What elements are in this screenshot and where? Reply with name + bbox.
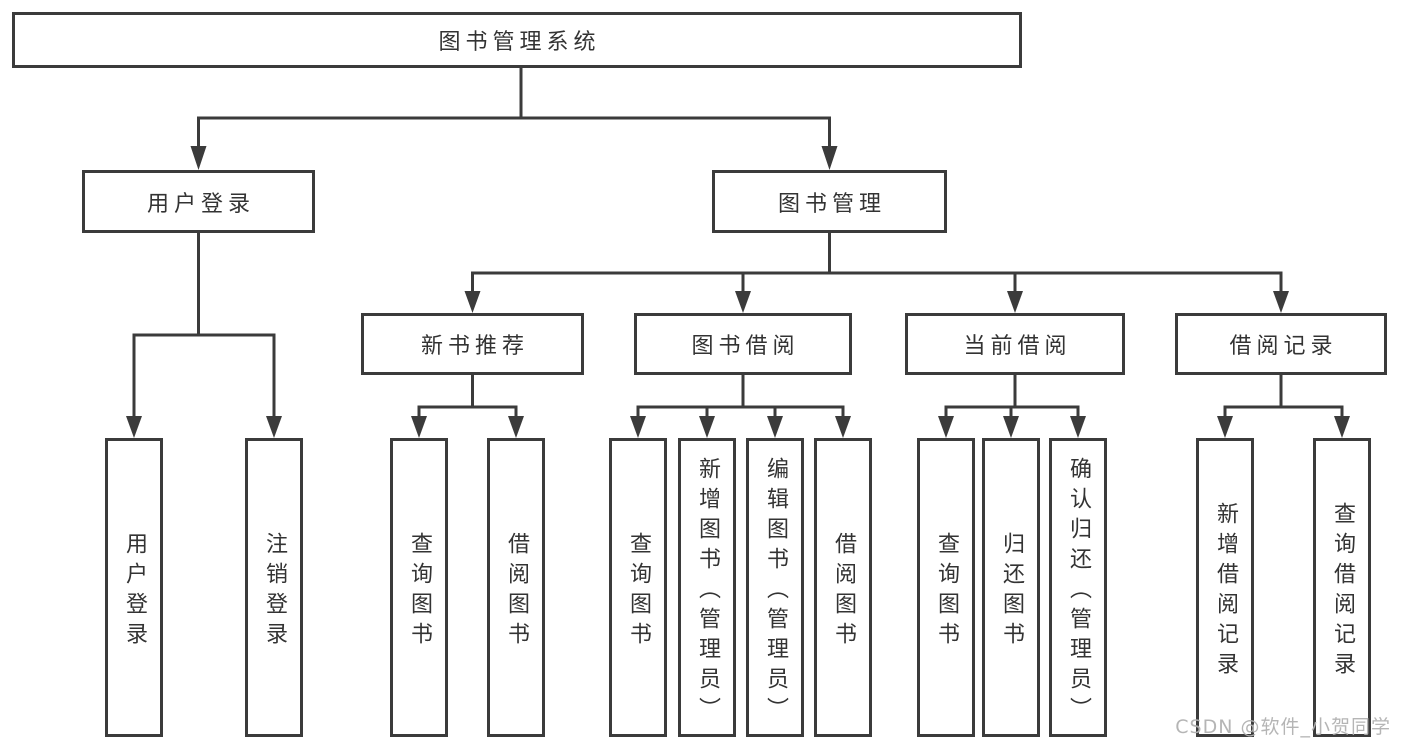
- leaf-borrow-borrow-books: 借阅图书: [814, 438, 872, 737]
- leaf-borrow-add-books-admin: 新增图书（管理员）: [678, 438, 736, 737]
- leaf-current-confirm-return-admin: 确认归还（管理员）: [1049, 438, 1107, 737]
- leaf-recommend-query-books: 查询图书: [390, 438, 448, 737]
- leaf-recommend-borrow-books: 借阅图书: [487, 438, 545, 737]
- leaf-current-query-books: 查询图书: [917, 438, 975, 737]
- leaf-current-return-books: 归还图书: [982, 438, 1040, 737]
- node-library-management-system: 图书管理系统: [12, 12, 1022, 68]
- leaf-records-add-borrow-record: 新增借阅记录: [1196, 438, 1254, 737]
- leaf-user-login: 用户登录: [105, 438, 163, 737]
- node-new-book-recommendation: 新书推荐: [361, 313, 584, 375]
- node-current-borrowing: 当前借阅: [905, 313, 1125, 375]
- watermark-text: CSDN @软件_小贺同学: [1175, 716, 1391, 738]
- leaf-logout: 注销登录: [245, 438, 303, 737]
- leaf-borrow-edit-books-admin: 编辑图书（管理员）: [746, 438, 804, 737]
- node-book-management: 图书管理: [712, 170, 947, 233]
- node-user-login: 用户登录: [82, 170, 315, 233]
- node-book-borrowing: 图书借阅: [634, 313, 852, 375]
- leaf-borrow-query-books: 查询图书: [609, 438, 667, 737]
- node-borrowing-records: 借阅记录: [1175, 313, 1387, 375]
- leaf-records-query-borrow-record: 查询借阅记录: [1313, 438, 1371, 737]
